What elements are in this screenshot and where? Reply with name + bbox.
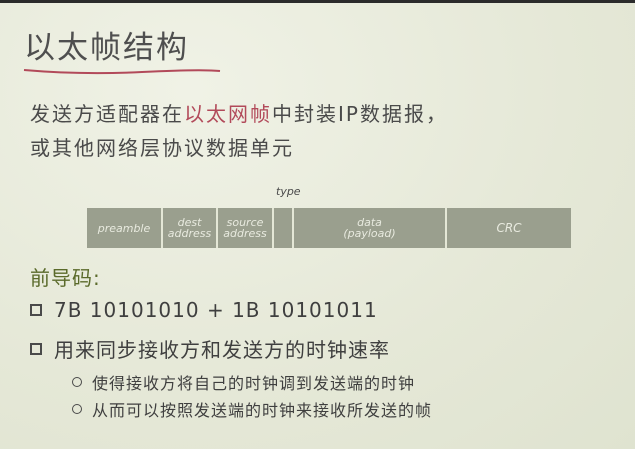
field-data: data (payload) [294, 208, 447, 248]
field-source-label-2: address [223, 227, 267, 240]
square-bullet-icon [30, 342, 42, 355]
ethernet-frame-diagram: preamble dest address source address dat… [87, 208, 571, 248]
intro-line-1-post: 中封装IP数据报， [272, 102, 448, 126]
field-crc: CRC [447, 208, 571, 248]
sub-bullet-text: 使得接收方将自己的时钟调到发送端的时钟 [92, 374, 416, 393]
field-crc-label: CRC [496, 220, 522, 235]
field-dest-address: dest address [163, 208, 218, 248]
field-data-label-1: data [357, 216, 382, 229]
top-border [0, 0, 635, 3]
bullet-item: 用来同步接收方和发送方的时钟速率 [30, 334, 390, 363]
field-dest-label-1: dest [177, 216, 202, 229]
field-data-label-2: (payload) [343, 227, 396, 240]
field-preamble: preamble [87, 208, 163, 248]
field-type [274, 208, 294, 248]
intro-line-2: 或其他网络层协议数据单元 [30, 136, 294, 160]
field-dest-label-2: address [167, 227, 212, 240]
circle-bullet-icon [72, 377, 82, 387]
bullet-text: 用来同步接收方和发送方的时钟速率 [54, 338, 390, 362]
sub-bullet-item: 从而可以按照发送端的时钟来接收所发送的帧 [72, 397, 432, 421]
field-source-label-1: source [226, 216, 264, 229]
sub-bullet-text: 从而可以按照发送端的时钟来接收所发送的帧 [92, 401, 433, 420]
intro-line-1: 发送方适配器在以太网帧中封装IP数据报， [30, 98, 448, 127]
bullet-text: 7B 10101010 + 1B 10101011 [54, 298, 378, 322]
title-underline [23, 69, 221, 75]
field-preamble-label: preamble [97, 221, 151, 235]
circle-bullet-icon [72, 404, 82, 414]
slide-title: 以太帧结构 [24, 30, 189, 66]
preamble-heading: 前导码: [30, 266, 101, 290]
intro-highlight: 以太网帧 [184, 102, 272, 126]
type-label: type [276, 185, 301, 198]
sub-bullet-item: 使得接收方将自己的时钟调到发送端的时钟 [72, 370, 415, 394]
intro-line-1-pre: 发送方适配器在 [30, 102, 184, 126]
square-bullet-icon [30, 304, 42, 316]
bullet-item: 7B 10101010 + 1B 10101011 [30, 298, 378, 322]
field-source-address: source address [218, 208, 274, 248]
